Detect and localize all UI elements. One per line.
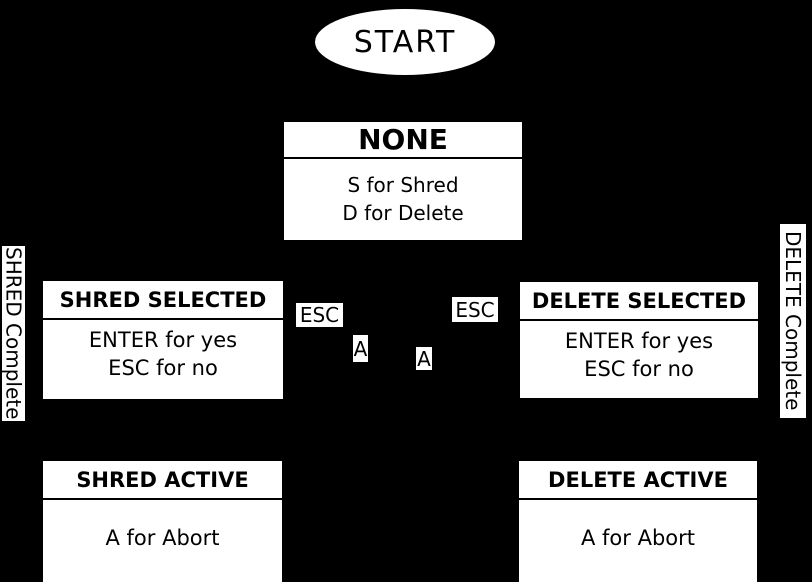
state-shred-selected-body: ENTER for yes ESC for no <box>43 320 283 382</box>
state-delete-active-title: DELETE ACTIVE <box>519 461 757 500</box>
state-shred-active-title: SHRED ACTIVE <box>43 461 282 500</box>
transition-label-delete-abort: A <box>416 346 432 371</box>
state-delete-selected: DELETE SELECTED ENTER for yes ESC for no <box>520 282 758 398</box>
state-delete-active: DELETE ACTIVE A for Abort <box>519 461 757 582</box>
state-none-body: S for Shred D for Delete <box>284 159 522 227</box>
completion-label-delete: DELETE Complete <box>780 224 806 418</box>
state-shred-selected-title: SHRED SELECTED <box>43 281 283 320</box>
state-delete-active-body: A for Abort <box>519 500 757 552</box>
transition-label-shred-esc: ESC <box>296 303 343 327</box>
state-shred-active-body: A for Abort <box>43 500 282 552</box>
completion-label-shred: SHRED Complete <box>1 246 26 421</box>
state-none-title: NONE <box>284 122 522 159</box>
start-label: START <box>353 24 457 60</box>
state-shred-active-line1: A for Abort <box>105 526 220 550</box>
state-shred-selected-line2: ESC for no <box>108 356 218 380</box>
state-delete-active-line1: A for Abort <box>580 526 695 550</box>
state-shred-selected: SHRED SELECTED ENTER for yes ESC for no <box>43 281 283 399</box>
transition-label-shred-abort: A <box>353 335 368 362</box>
state-delete-selected-title: DELETE SELECTED <box>520 282 758 321</box>
state-none-line2: D for Delete <box>342 201 464 225</box>
state-shred-selected-line1: ENTER for yes <box>88 328 238 352</box>
start-node: START <box>315 9 495 75</box>
state-delete-selected-line1: ENTER for yes <box>564 329 714 353</box>
transition-label-delete-esc: ESC <box>452 297 498 322</box>
state-none-line1: S for Shred <box>347 173 459 197</box>
state-delete-selected-body: ENTER for yes ESC for no <box>520 321 758 383</box>
state-shred-active: SHRED ACTIVE A for Abort <box>43 461 282 582</box>
state-none: NONE S for Shred D for Delete <box>284 122 522 240</box>
state-delete-selected-line2: ESC for no <box>584 357 694 381</box>
